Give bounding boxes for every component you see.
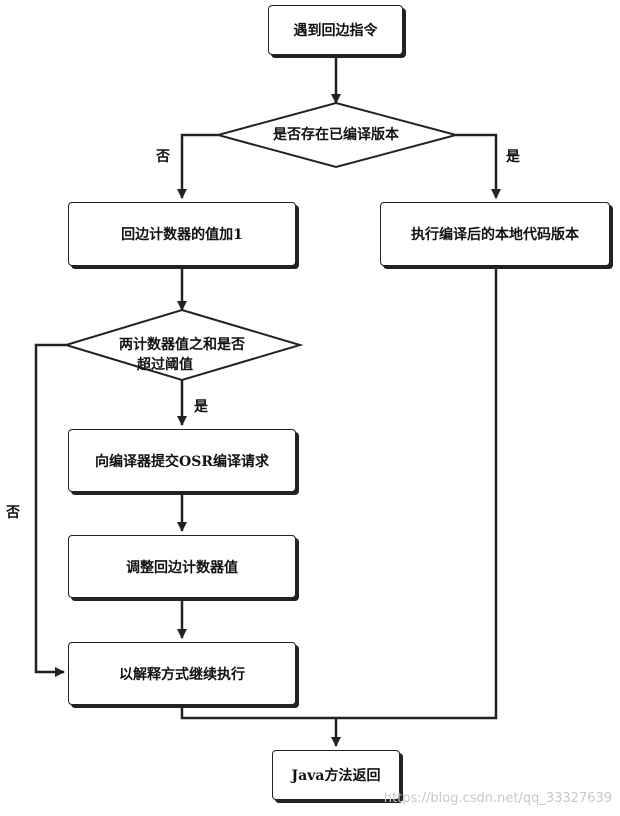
edge-yes-compiled xyxy=(456,133,501,199)
edge-no-compiled xyxy=(177,133,218,199)
node-exec-native-label: 执行编译后的本地代码版本 xyxy=(411,227,579,243)
decision-has-compiled-label: 是否存在已编译版本 xyxy=(273,127,399,143)
decision-threshold xyxy=(62,308,304,382)
node-start: 遇到回边指令 xyxy=(268,5,403,55)
edge-label-threshold-no: 否 xyxy=(6,505,20,521)
node-continue-interp-label: 以解释方式继续执行 xyxy=(119,666,245,683)
node-java-return: Java方法返回 xyxy=(272,750,400,800)
edge-continue-to-merge xyxy=(180,705,336,720)
node-adjust-counter-label: 调整回边计数器值 xyxy=(126,559,238,576)
node-continue-interp: 以解释方式继续执行 xyxy=(68,642,296,705)
node-submit-osr: 向编译器提交OSR编译请求 xyxy=(68,429,296,492)
edge-label-compiled-no: 否 xyxy=(156,149,170,165)
decision-has-compiled xyxy=(214,101,460,169)
node-adjust-counter: 调整回边计数器值 xyxy=(68,535,296,598)
node-inc-counter: 回边计数器的值加1 xyxy=(68,202,296,266)
node-inc-counter-label: 回边计数器的值加1 xyxy=(121,227,243,243)
edge-native-to-merge xyxy=(336,266,498,720)
edge-label-threshold-yes: 是 xyxy=(194,399,208,415)
watermark: https://blog.csdn.net/qq_33327639 xyxy=(383,791,612,806)
node-start-label: 遇到回边指令 xyxy=(293,23,378,39)
decision-threshold-label: 两计数器值之和是否 超过阈值 xyxy=(92,335,272,375)
node-java-return-label: Java方法返回 xyxy=(291,768,381,784)
decision-threshold-line2: 超过阈值 xyxy=(137,357,193,373)
node-exec-native: 执行编译后的本地代码版本 xyxy=(380,202,610,266)
decision-threshold-line1: 两计数器值之和是否 xyxy=(119,337,245,353)
edge-label-compiled-yes: 是 xyxy=(506,149,520,165)
node-submit-osr-label: 向编译器提交OSR编译请求 xyxy=(95,453,269,470)
edge-threshold-no xyxy=(34,343,66,677)
